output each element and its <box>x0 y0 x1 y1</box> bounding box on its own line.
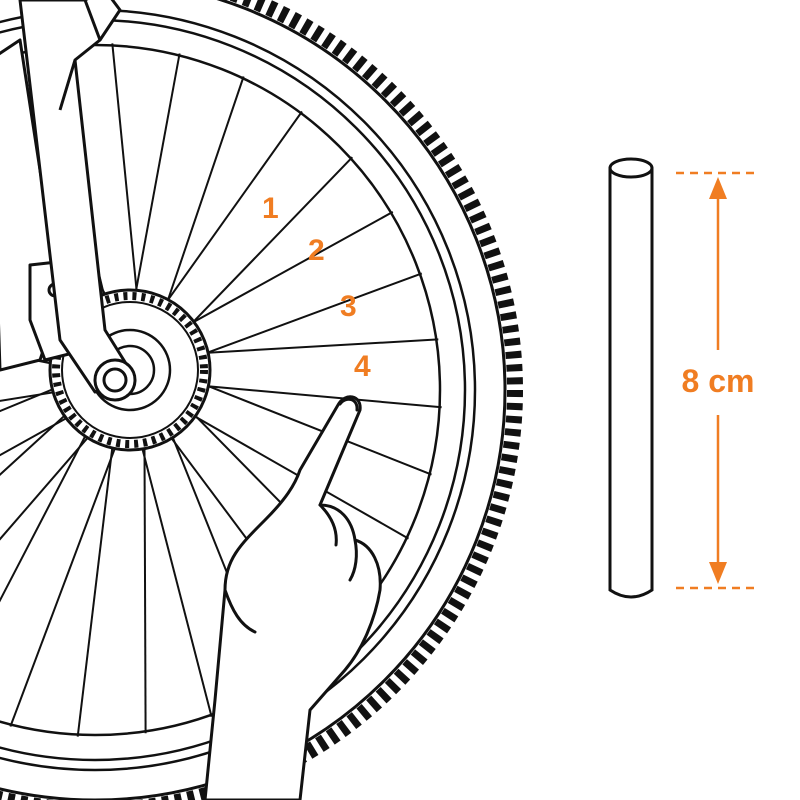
spoke-label-4: 4 <box>354 350 371 383</box>
spoke <box>0 398 123 541</box>
spoke <box>0 357 103 364</box>
spoke <box>0 392 112 457</box>
measurement-guide: 8 cm <box>676 171 760 590</box>
spoke <box>0 383 104 402</box>
measurement-label: 8 cm <box>682 363 755 399</box>
pointing-hand-icon <box>203 395 382 800</box>
rod-icon <box>608 157 654 599</box>
spoke-number-labels: 1 2 3 4 <box>262 192 371 383</box>
fork <box>0 0 137 402</box>
spoke-label-3: 3 <box>340 290 357 323</box>
spoke <box>0 368 101 413</box>
spoke-label-2: 2 <box>308 234 325 267</box>
spoke <box>0 390 110 603</box>
spoke <box>9 399 135 727</box>
spoke <box>76 397 120 737</box>
spoke <box>143 396 147 734</box>
spoke-label-1: 1 <box>262 192 279 225</box>
double-arrow-icon <box>709 177 727 584</box>
spoke <box>128 399 213 718</box>
spoke <box>0 352 101 375</box>
spoke <box>0 380 103 476</box>
